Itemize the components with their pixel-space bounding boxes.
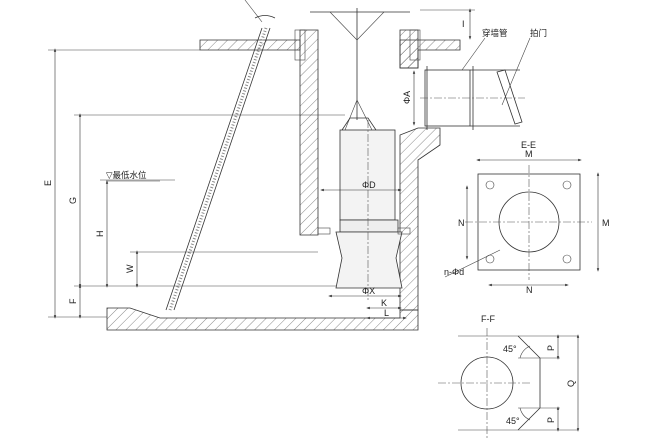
label-m-top: M [525, 149, 533, 159]
label-p-bottom: P [546, 417, 556, 423]
label-n-bottom: N [526, 285, 533, 295]
extension-lines [48, 49, 345, 318]
label-w: W [125, 264, 135, 273]
label-q: Q [566, 380, 576, 387]
section-f-f-title: F-F [481, 314, 495, 324]
section-e-e: E-E M M N N n-Φd [444, 140, 610, 295]
label-e: E [43, 180, 53, 186]
label-h: H [95, 231, 105, 238]
label-angle-top: 45° [503, 344, 517, 354]
label-i: I [462, 19, 465, 29]
label-f: F [68, 298, 78, 304]
label-m-side: M [602, 218, 610, 228]
label-phi-x: ΦX [362, 286, 375, 296]
section-e-e-title: E-E [521, 140, 536, 150]
flap-valve [496, 69, 523, 125]
guide-pipe [165, 0, 276, 311]
label-min-water-level: ▽最低水位 [106, 170, 147, 181]
label-wall-pipe: 穿墙管 [482, 28, 508, 39]
label-angle-bottom: 45° [506, 416, 520, 426]
section-f-f: F-F 45° 45° P P Q [438, 314, 580, 438]
label-phi-d: ΦD [362, 180, 376, 190]
label-g: G [68, 197, 78, 204]
label-k: K [381, 298, 387, 308]
pump [317, 117, 411, 300]
lifting-chain [329, 8, 385, 131]
label-holes: n-Φd [444, 267, 464, 277]
label-l: L [384, 308, 389, 318]
label-p-top: P [546, 345, 556, 351]
discharge-pipe [420, 37, 531, 130]
label-n-side: N [458, 218, 465, 228]
concrete-pit [106, 11, 461, 331]
label-flap-valve: 拍门 [530, 28, 547, 39]
label-phi-a: ΦA [402, 91, 412, 104]
